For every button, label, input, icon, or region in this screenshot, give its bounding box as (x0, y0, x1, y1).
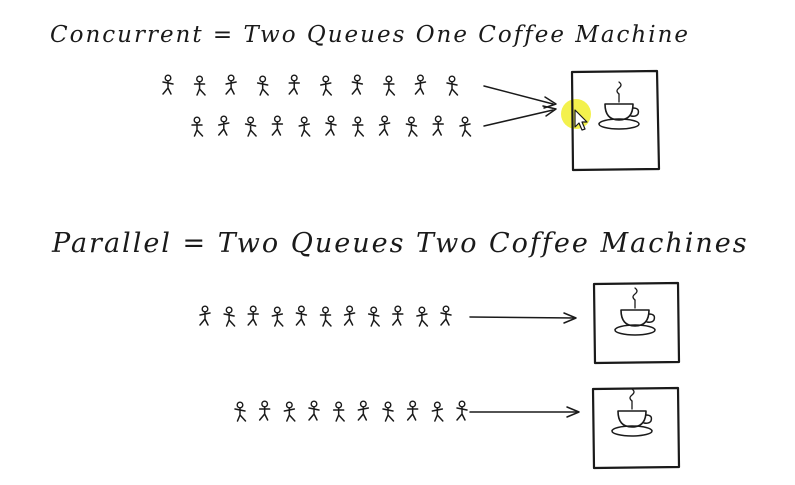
stick-figure-icon (440, 305, 452, 326)
stick-figure-icon (406, 400, 419, 421)
concurrent-queue-1 (162, 74, 459, 96)
stick-figure-icon (193, 75, 206, 96)
parallel-title: Parallel = Two Queues Two Coffee Machine… (52, 228, 749, 259)
stick-figure-icon (357, 400, 370, 421)
parallel-queue-2 (234, 400, 468, 422)
concurrent-title: Concurrent = Two Queues One Coffee Machi… (50, 22, 691, 48)
stick-figure-icon (416, 306, 429, 327)
stick-figure-icon (343, 305, 356, 326)
stick-figure-icon (247, 305, 259, 326)
arrow-icon (469, 316, 576, 319)
arrow-icon (566, 406, 580, 418)
stick-figure-icon (325, 115, 337, 136)
stick-figure-icon (298, 116, 311, 137)
stick-figure-icon (383, 75, 396, 96)
coffee-cup-icon (598, 81, 640, 130)
stick-figure-icon (432, 115, 444, 136)
stick-figure-icon (258, 400, 271, 421)
stick-figure-icon (271, 306, 284, 327)
stick-figure-icon (223, 306, 236, 327)
stick-figure-icon (459, 116, 472, 137)
stick-figure-icon (225, 74, 237, 95)
stick-figure-icon (414, 74, 427, 95)
stick-figure-icon (244, 116, 257, 137)
stick-figure-icon (283, 401, 296, 422)
stick-figure-icon (295, 305, 308, 326)
stick-figure-icon (234, 401, 247, 422)
stick-figure-icon (162, 74, 174, 95)
stick-figure-icon (319, 306, 332, 327)
coffee-machine-icon (592, 281, 681, 365)
concurrent-queue-2 (191, 115, 472, 137)
stick-figure-icon (392, 305, 404, 326)
stick-figure-icon (218, 115, 230, 136)
arrow-icon (483, 85, 554, 105)
coffee-machine-icon (570, 69, 661, 172)
stick-figure-icon (320, 75, 333, 96)
stick-figure-icon (332, 401, 345, 422)
stick-figure-icon (256, 75, 269, 96)
coffee-cup-icon (614, 287, 656, 336)
stick-figure-icon (367, 306, 380, 327)
parallel-queue-1 (199, 305, 452, 327)
arrow-icon (483, 109, 554, 127)
coffee-machine-icon (591, 386, 681, 470)
stick-figure-icon (271, 115, 284, 136)
stick-figure-icon (352, 116, 365, 137)
stick-figure-icon (382, 401, 395, 422)
stick-figure-icon (191, 116, 204, 137)
stick-figure-icon (456, 400, 468, 421)
stick-figure-icon (288, 74, 300, 95)
mouse-pointer-icon (574, 109, 588, 131)
stick-figure-icon (378, 115, 391, 136)
stick-figure-icon (405, 116, 418, 137)
stick-figure-icon (351, 74, 364, 95)
stick-figure-icon (446, 75, 459, 96)
stick-figure-icon (199, 305, 211, 326)
stick-figure-icon (431, 401, 444, 422)
arrow-icon (563, 312, 577, 324)
coffee-cup-icon (611, 388, 653, 437)
stick-figure-icon (308, 400, 320, 421)
arrow-icon (542, 105, 557, 117)
